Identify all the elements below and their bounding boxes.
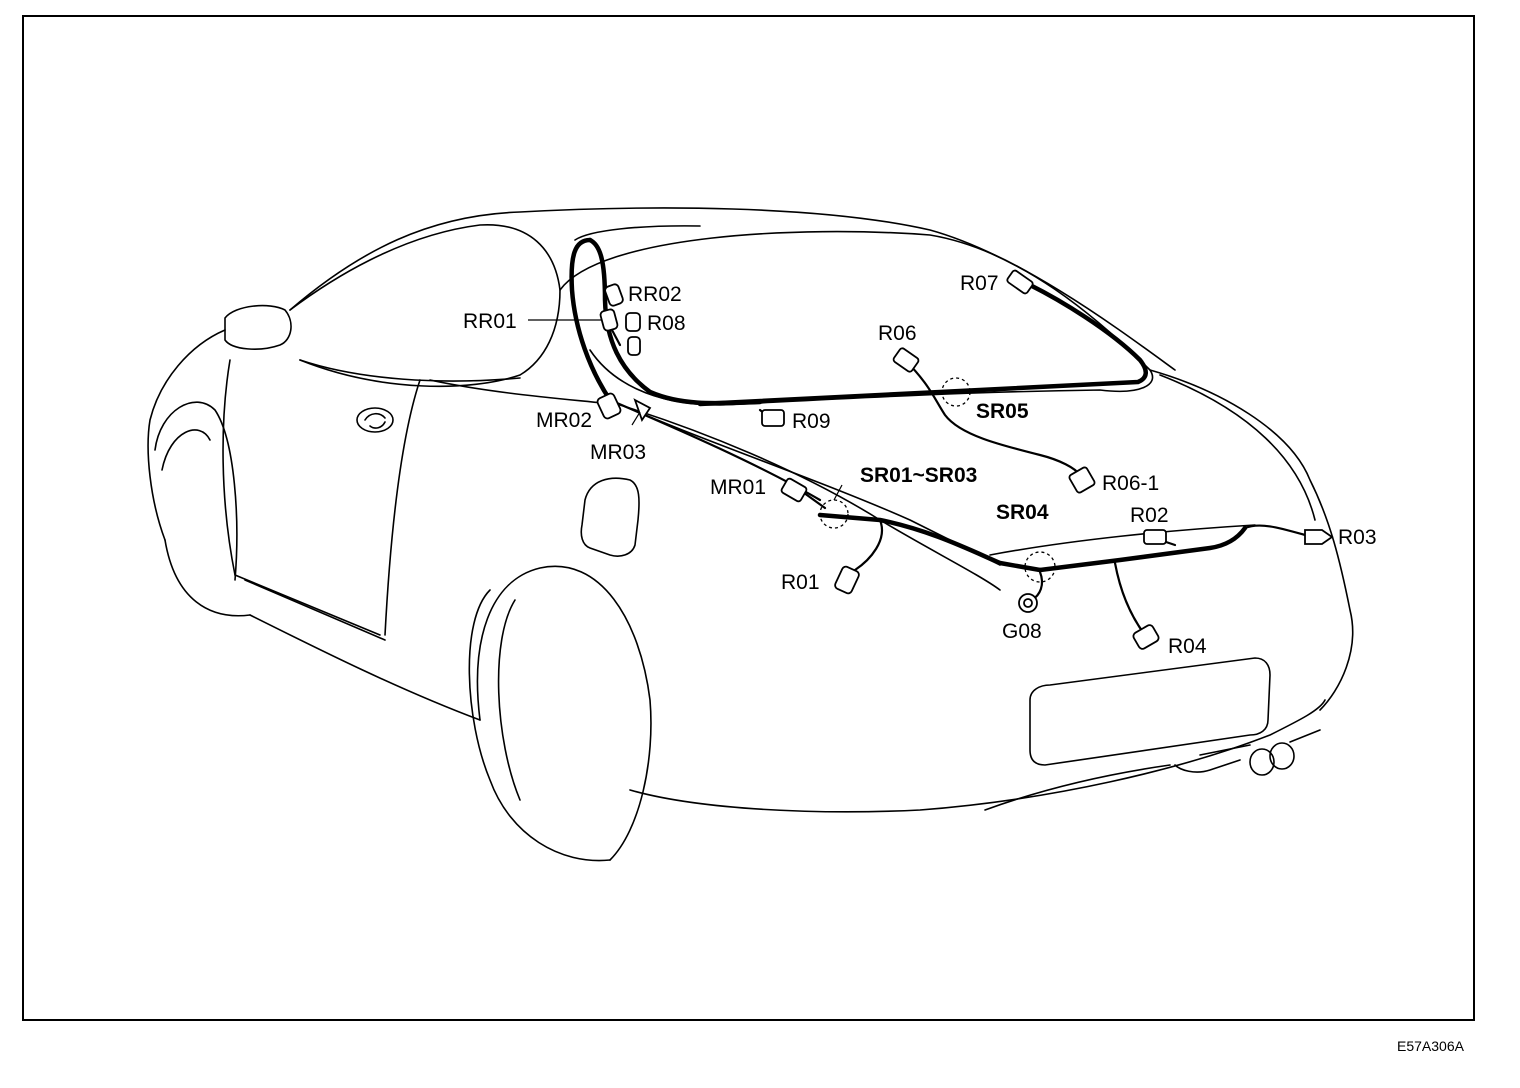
connector-rr-extra [627,336,641,356]
label-g08: G08 [1002,620,1042,643]
label-sr05: SR05 [976,400,1029,423]
label-r07: R07 [960,272,999,295]
label-r03: R03 [1338,526,1377,549]
labels: RR02 RR01 R08 R07 R06 SR05 MR02 R09 MR03… [463,272,1377,658]
leader-lines [528,319,843,501]
connector-mr03 [633,398,652,423]
connectors [596,269,1334,650]
splice-sr01-sr03 [819,499,849,529]
label-mr02: MR02 [536,409,592,432]
connector-r02 [1143,529,1167,545]
splices [819,377,1056,583]
connector-mr01 [780,477,808,503]
label-r09: R09 [792,410,831,433]
label-sr04: SR04 [996,501,1049,524]
diagram-frame [22,15,1475,1021]
label-r02: R02 [1130,504,1169,527]
connector-r08 [625,312,641,332]
connector-r04 [1132,624,1160,650]
label-r04: R04 [1168,635,1207,658]
label-rr02: RR02 [628,283,682,306]
label-r01: R01 [781,571,820,594]
connector-r07 [1006,269,1034,295]
connector-rr01 [599,308,619,332]
connector-mr02 [596,392,622,420]
connector-r09 [761,409,785,427]
label-r06-1: R06-1 [1102,472,1159,495]
label-rr01: RR01 [463,310,517,333]
connector-r03 [1304,529,1334,545]
splice-sr04 [1024,551,1056,583]
connector-r06 [892,347,920,373]
figure-code: E57A306A [1397,1038,1464,1054]
wiring-harness [569,237,1307,637]
label-r08: R08 [647,312,686,335]
label-mr03: MR03 [590,441,646,464]
connector-r06-1 [1068,466,1096,494]
label-r06: R06 [878,322,917,345]
car-body-outline [147,207,1354,862]
connector-r01 [834,565,860,595]
connector-rr02 [604,283,624,307]
label-mr01: MR01 [710,476,766,499]
label-sr01-sr03: SR01~SR03 [860,464,977,487]
splice-sr05 [941,377,971,407]
